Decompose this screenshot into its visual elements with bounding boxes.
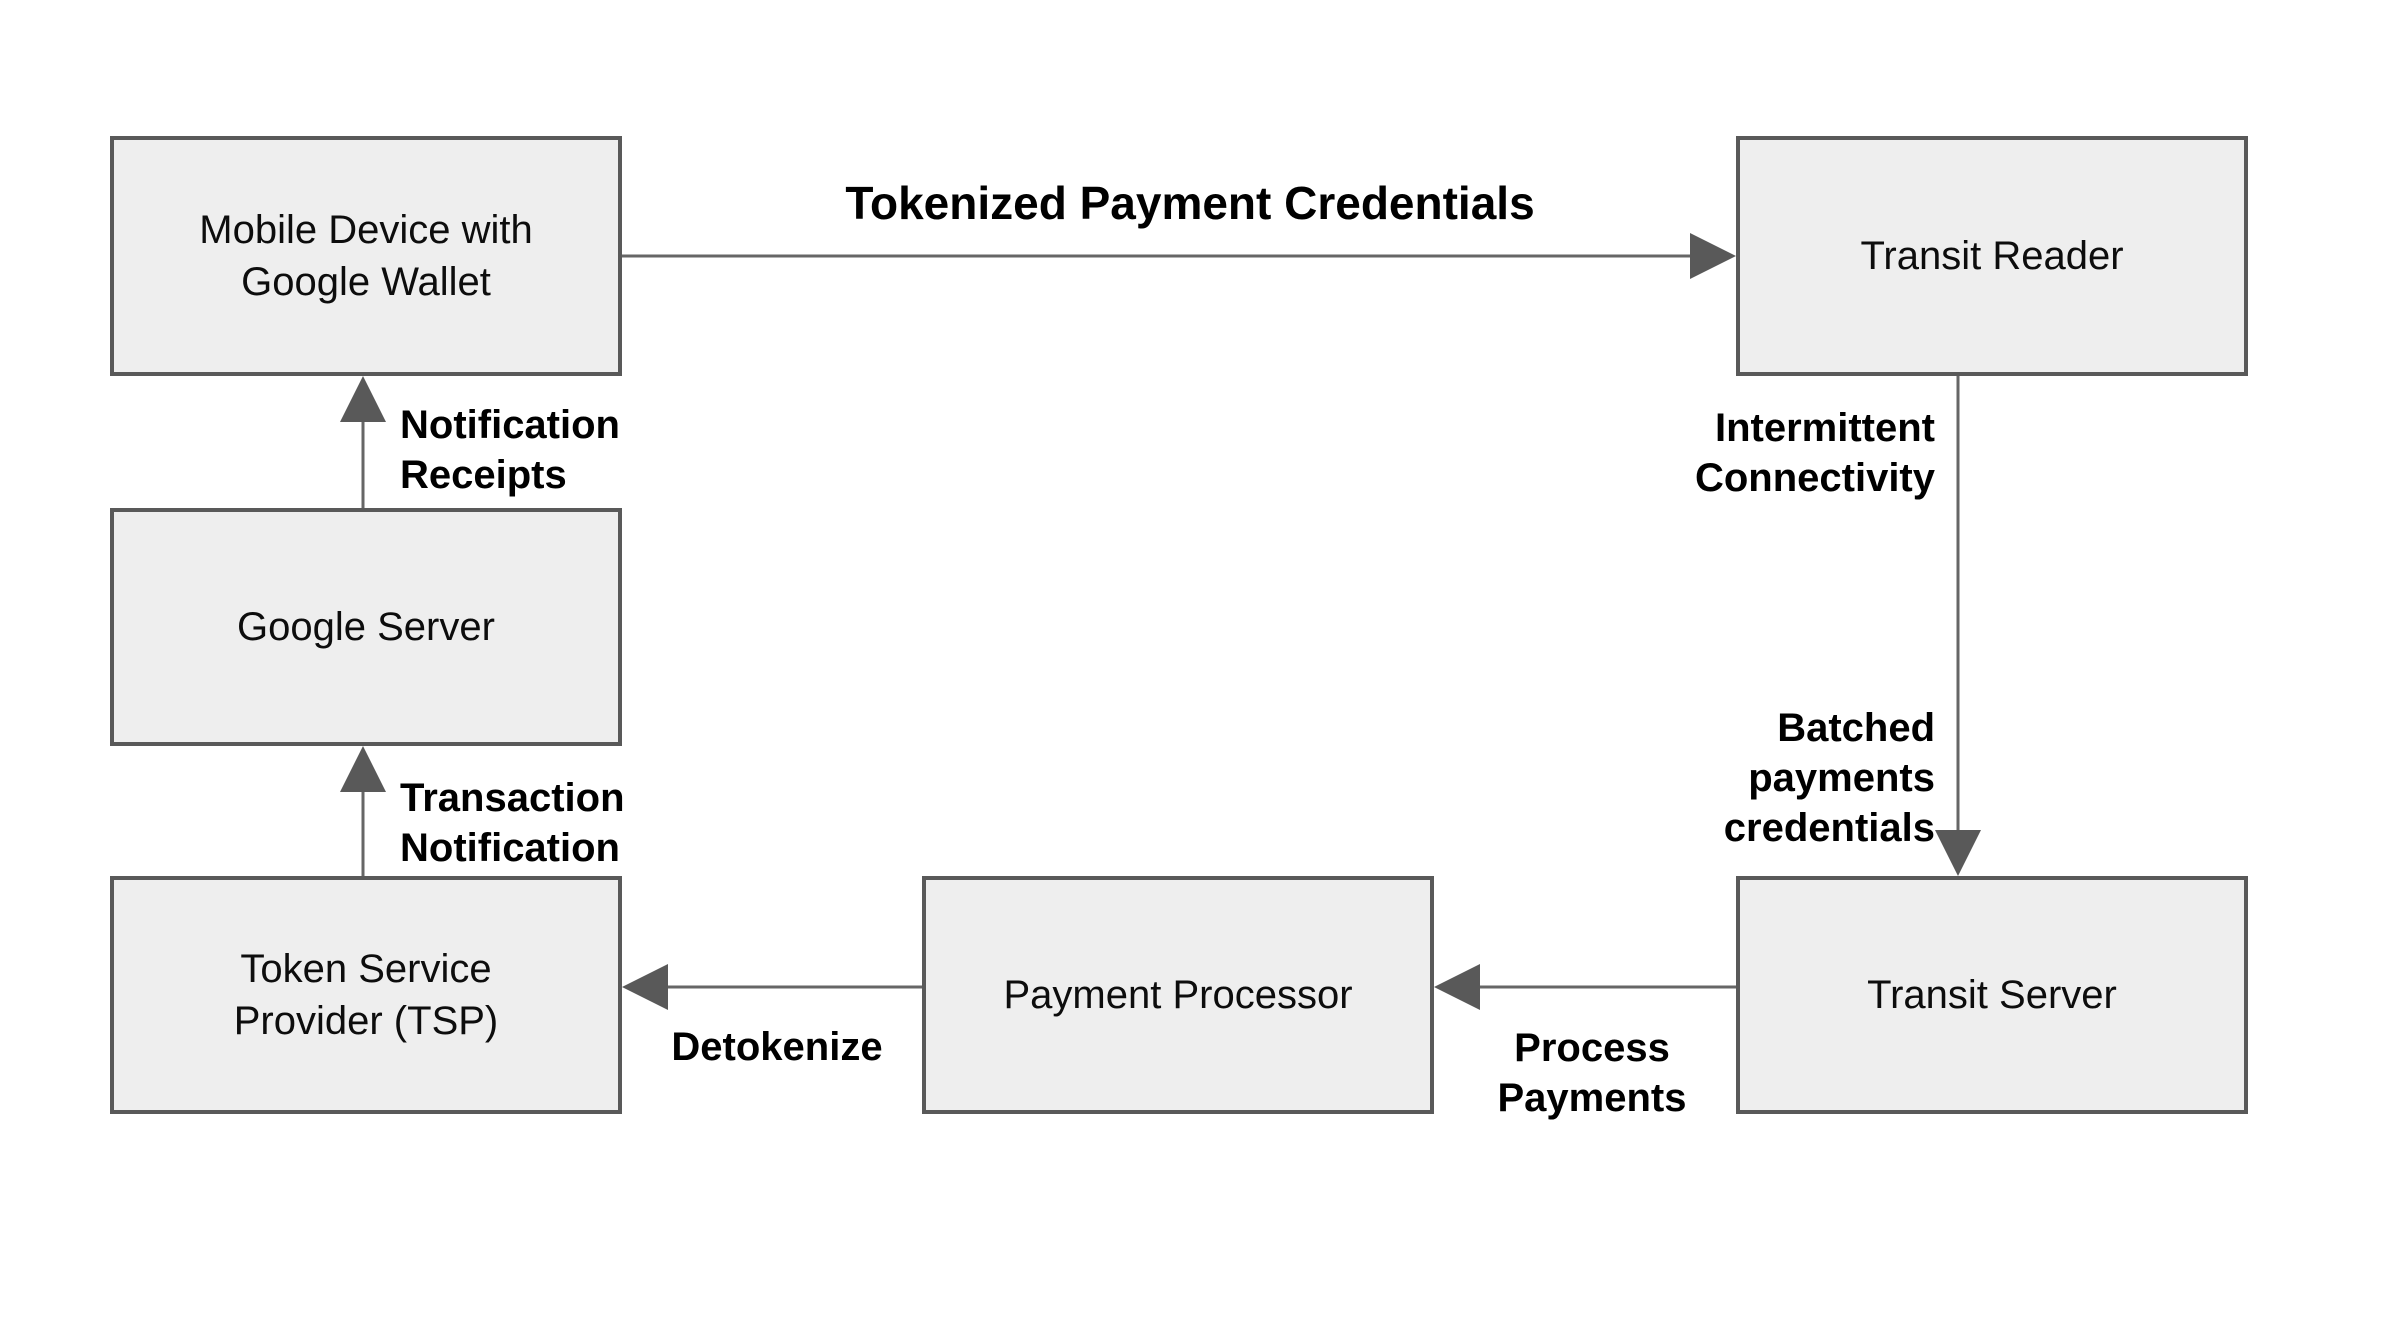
batched-arrow [1935, 376, 1981, 876]
process-arrow [1434, 964, 1736, 1010]
node-label: Transit Reader [1860, 234, 2124, 278]
node-label: Transit Server [1867, 973, 2117, 1017]
edge-label-notification-receipts: Notification Receipts [400, 403, 620, 497]
detokenize-arrow [622, 964, 922, 1010]
node-label: Payment Processor [1003, 973, 1353, 1017]
edge-label-tokenized-payment-credentials: Tokenized Payment Credentials [845, 177, 1535, 229]
edge-label-batched-payments-credentials: Batched payments credentials [1723, 706, 1935, 850]
edge-label-transaction-notification: Transaction Notification [400, 776, 625, 870]
arrowhead-down-icon [1935, 830, 1981, 876]
arrowhead-left-icon [1434, 964, 1480, 1010]
node-label: Google Server [237, 605, 495, 649]
node-label: Mobile Device with Google Wallet [199, 208, 533, 304]
edge-label-process-payments: Process Payments [1497, 1026, 1687, 1120]
node-google-server: Google Server [110, 508, 622, 746]
arrowhead-up-icon [340, 746, 386, 792]
edge-label-detokenize: Detokenize [671, 1025, 883, 1069]
notification-arrow [340, 376, 386, 508]
edge-label-intermittent-connectivity: Intermittent Connectivity [1694, 406, 1935, 500]
arrowhead-up-icon [340, 376, 386, 422]
node-label: Token Service Provider (TSP) [233, 947, 499, 1043]
node-transit-server: Transit Server [1736, 876, 2248, 1114]
transaction-arrow [340, 746, 386, 876]
arrowhead-right-icon [1690, 233, 1736, 279]
node-token-service-provider: Token Service Provider (TSP) [110, 876, 622, 1114]
arrowhead-left-icon [622, 964, 668, 1010]
node-payment-processor: Payment Processor [922, 876, 1434, 1114]
node-mobile-device: Mobile Device with Google Wallet [110, 136, 622, 376]
node-transit-reader: Transit Reader [1736, 136, 2248, 376]
tokenized-arrow [622, 233, 1736, 279]
